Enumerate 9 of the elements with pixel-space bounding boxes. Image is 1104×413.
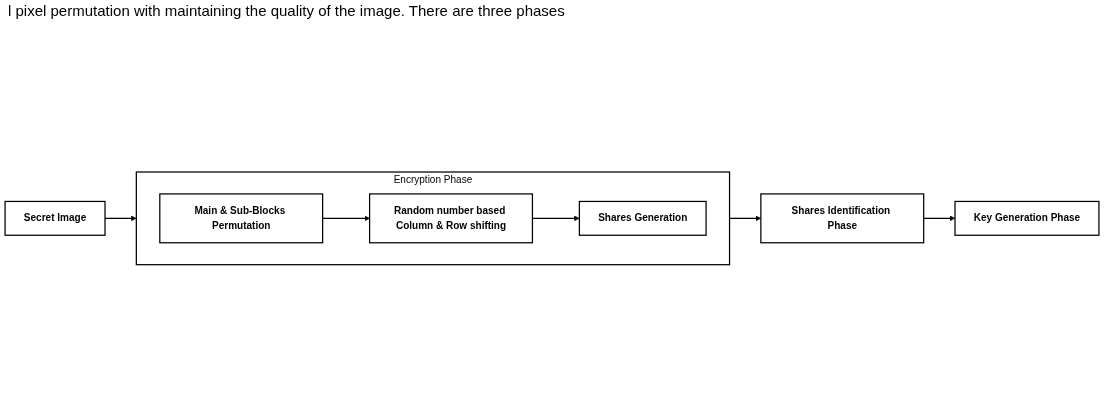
- arrow: [923, 215, 956, 222]
- node-box: Shares Identification Phase: [760, 193, 925, 244]
- node-box: Random number based Column & Row shifting: [368, 193, 534, 244]
- node-box: Key Generation Phase: [954, 200, 1100, 237]
- arrow: [322, 215, 370, 222]
- node-box: Shares Generation: [578, 200, 707, 237]
- node-box: Main & Sub-Blocks Permutation: [159, 193, 324, 244]
- node-box: Secret Image: [4, 200, 106, 237]
- body-text: l pixel permutation with maintaining the quality of the image. There are three phases: [8, 2, 565, 19]
